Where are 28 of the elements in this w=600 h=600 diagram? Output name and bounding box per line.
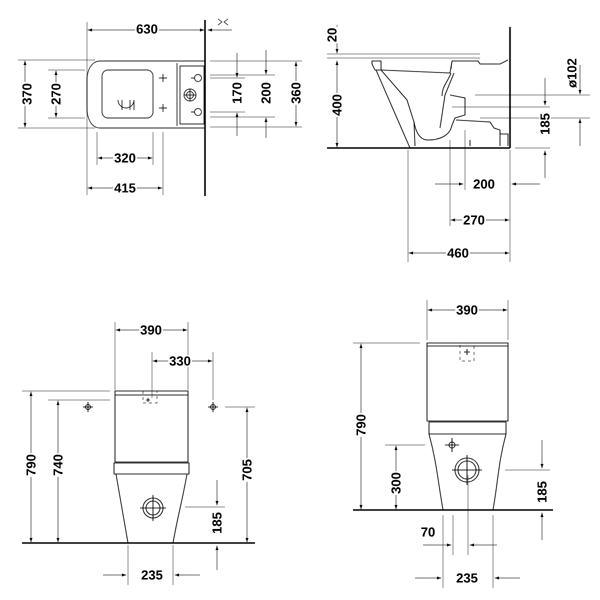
dimension-label: 235 bbox=[140, 569, 164, 581]
dimension-label: 360 bbox=[290, 81, 302, 105]
dimension-label: 300 bbox=[390, 471, 402, 495]
dimension-label: 390 bbox=[455, 304, 479, 316]
dimension-label: 790 bbox=[355, 413, 367, 437]
dimension-label: 185 bbox=[536, 480, 548, 504]
dimension-label: 705 bbox=[241, 458, 253, 482]
dimension-label: 70 bbox=[420, 526, 436, 538]
dimension-label: 390 bbox=[139, 324, 163, 336]
dimension-label: 270 bbox=[50, 82, 62, 106]
dimension-label: 790 bbox=[25, 453, 37, 477]
dimension-label: 170 bbox=[231, 81, 243, 105]
dimension-label: 415 bbox=[113, 182, 137, 194]
dimension-label: 320 bbox=[113, 152, 137, 164]
dimension-label: 740 bbox=[52, 453, 64, 477]
dimension-label: ø102 bbox=[566, 57, 578, 89]
dimension-label: 460 bbox=[446, 247, 470, 259]
dimension-label: 20 bbox=[326, 26, 338, 44]
dimension-label: 330 bbox=[168, 355, 192, 367]
dimension-label: 630 bbox=[135, 23, 159, 35]
dimension-label: 185 bbox=[211, 511, 223, 535]
dimension-label: 270 bbox=[462, 214, 486, 226]
dimension-label: 200 bbox=[472, 178, 496, 190]
dimension-label: 370 bbox=[21, 82, 33, 106]
dimension-label: 185 bbox=[539, 112, 551, 136]
dimension-label: 200 bbox=[260, 81, 272, 105]
dimension-label: 400 bbox=[331, 93, 343, 117]
dimension-label: 235 bbox=[455, 572, 479, 584]
